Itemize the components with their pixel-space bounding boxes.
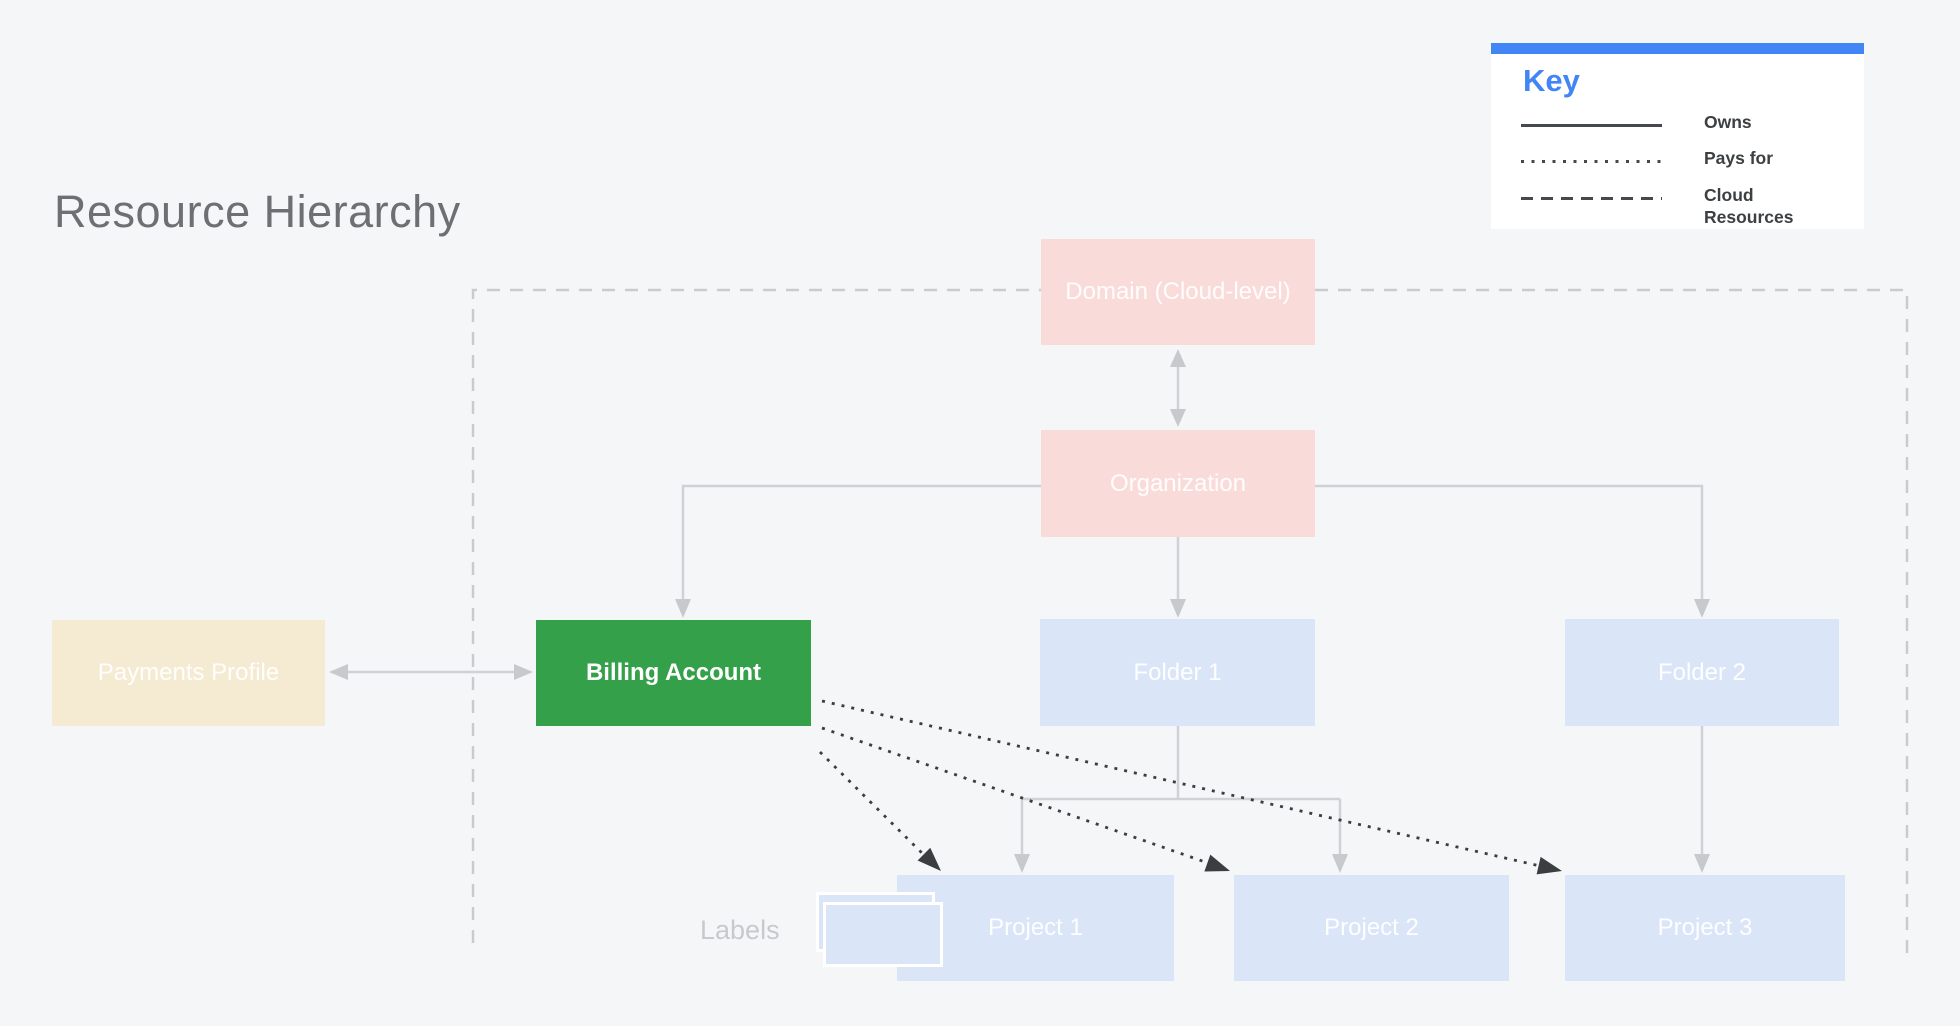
page-title: Resource Hierarchy bbox=[54, 186, 461, 237]
node-organization-label: Organization bbox=[1109, 469, 1247, 497]
node-project-1-label: Project 1 bbox=[988, 914, 1083, 941]
node-project-2-label: Project 2 bbox=[1324, 914, 1419, 941]
node-organization: Organization bbox=[1041, 430, 1315, 537]
node-billing-account-label: Billing Account bbox=[585, 659, 762, 686]
owns-arrowheads bbox=[329, 349, 1710, 873]
node-billing-account: Billing Account bbox=[536, 620, 811, 726]
legend-label-cloud-resources: Cloud Resources bbox=[1704, 185, 1794, 227]
legend-dashed-line-sample bbox=[1521, 197, 1662, 200]
node-payments-profile: Payments Profile bbox=[52, 620, 325, 726]
node-folder-1: Folder 1 bbox=[1040, 619, 1315, 726]
node-project-3-label: Project 3 bbox=[1657, 914, 1753, 941]
labels-caption: Labels bbox=[700, 915, 780, 945]
legend-label-owns: Owns bbox=[1704, 112, 1752, 132]
legend-dotted-line-sample bbox=[1521, 160, 1662, 163]
node-folder-2-label: Folder 2 bbox=[1657, 658, 1747, 686]
node-folder-2: Folder 2 bbox=[1565, 619, 1839, 726]
node-payments-profile-label: Payments Profile bbox=[97, 659, 280, 686]
node-domain-label: Domain (Cloud-level) bbox=[1065, 278, 1291, 305]
node-project-1: Project 1 bbox=[897, 875, 1174, 981]
legend-solid-line-sample bbox=[1521, 124, 1662, 127]
legend-accent-bar bbox=[1491, 43, 1864, 54]
legend-heading: Key bbox=[1523, 63, 1580, 98]
node-domain: Domain (Cloud-level) bbox=[1041, 239, 1315, 345]
labels-stack-icon bbox=[823, 902, 943, 967]
node-project-3: Project 3 bbox=[1565, 875, 1845, 981]
node-project-2: Project 2 bbox=[1234, 875, 1509, 981]
legend-key-box: Key Owns Pays for Cloud Resources bbox=[1491, 43, 1864, 229]
owns-connectors bbox=[347, 366, 1704, 856]
legend-label-pays-for: Pays for bbox=[1704, 148, 1774, 168]
node-folder-1-label: Folder 1 bbox=[1133, 658, 1222, 686]
